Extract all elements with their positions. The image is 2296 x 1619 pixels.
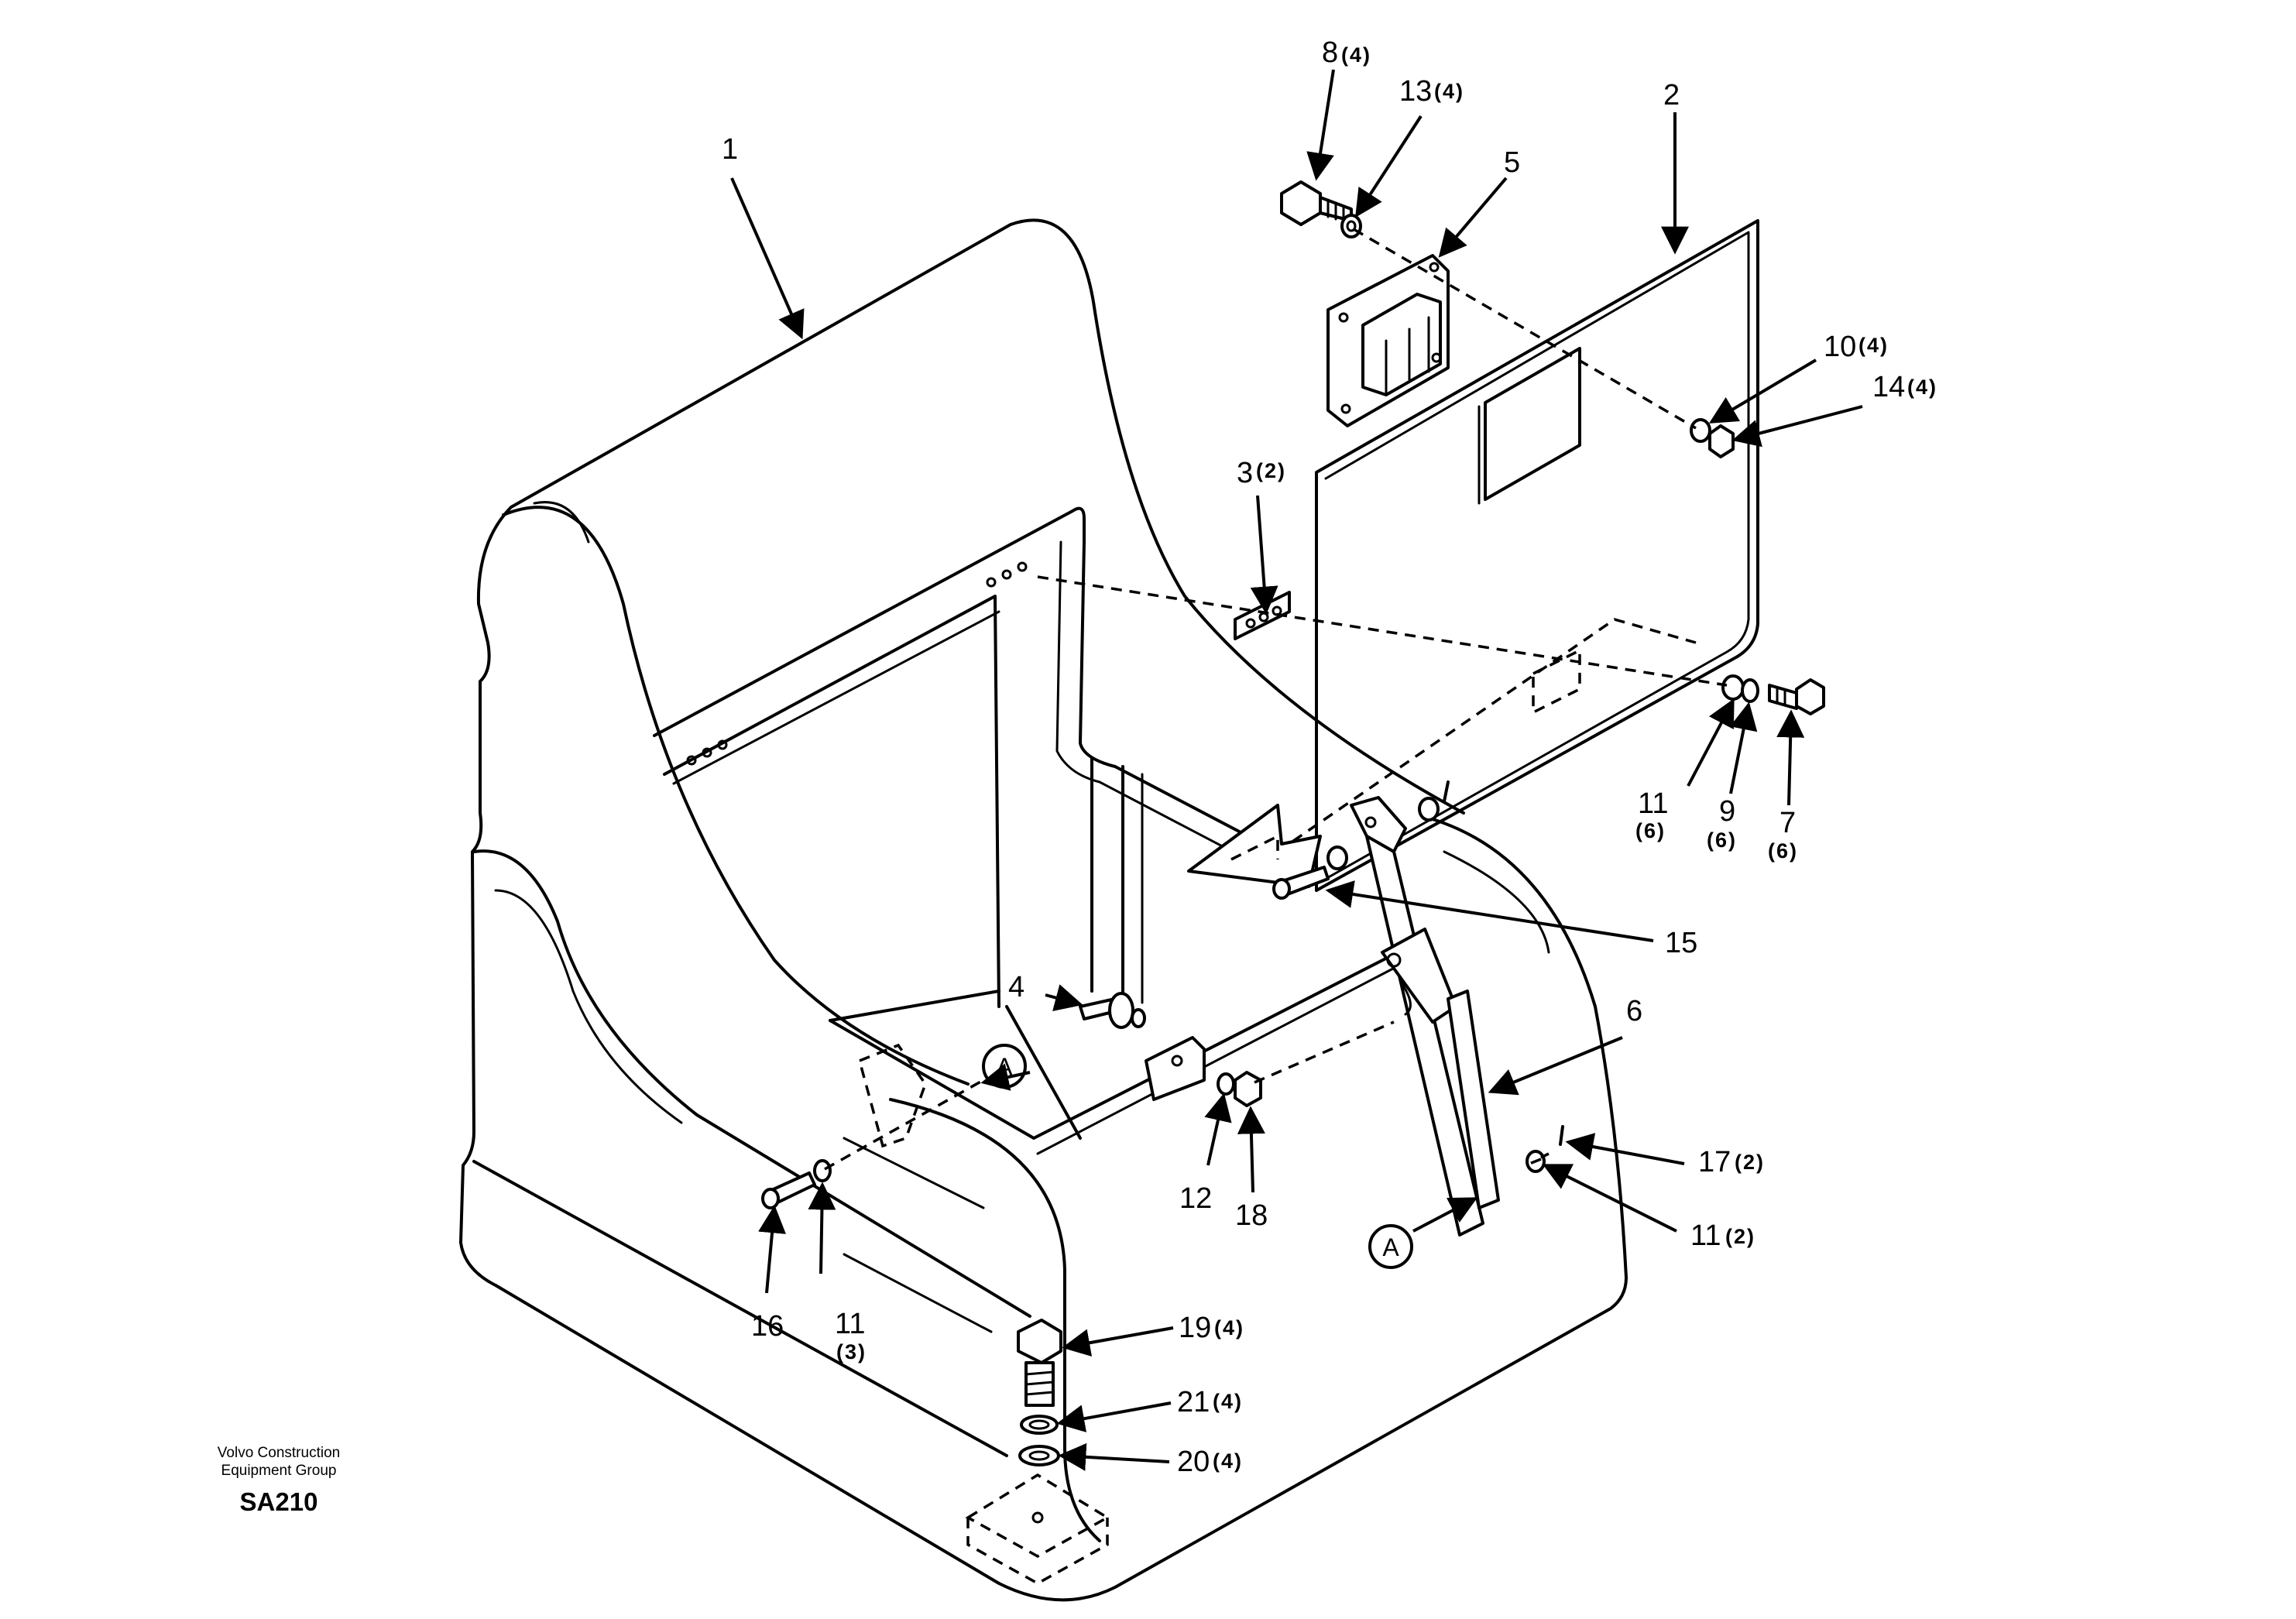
bolt-part-4 bbox=[1079, 992, 1146, 1029]
callout-17-qty: (2) bbox=[1735, 1151, 1765, 1174]
callout-18: 18 bbox=[1235, 1199, 1268, 1232]
callout-12: 12 bbox=[1179, 1182, 1212, 1215]
washer-part-12 bbox=[1217, 1072, 1235, 1096]
washer-part-13 bbox=[1340, 214, 1362, 238]
washer-part-11-left bbox=[813, 1159, 832, 1182]
ref-mark-A2: A bbox=[1382, 1233, 1399, 1261]
nut-part-18 bbox=[1234, 1071, 1262, 1107]
callout-21: 21 bbox=[1177, 1386, 1210, 1418]
nut-part-14 bbox=[1708, 424, 1735, 458]
callout-1: 1 bbox=[722, 133, 738, 166]
washer-part-11-right bbox=[1721, 674, 1745, 701]
callout-19: 19 bbox=[1179, 1312, 1211, 1344]
callout-11-a: 11 bbox=[1638, 787, 1668, 820]
callout-11-b: 11 bbox=[1690, 1219, 1721, 1252]
bolt-part-19 bbox=[1017, 1319, 1062, 1407]
washer-part-21 bbox=[1020, 1415, 1059, 1435]
callout-11-c: 11 bbox=[835, 1308, 865, 1340]
company-footer: Volvo Construction Equipment Group SA210 bbox=[178, 1444, 379, 1515]
callout-9-qty: (6) bbox=[1707, 828, 1737, 852]
callout-14-qty: (4) bbox=[1907, 376, 1937, 399]
washer-part-20 bbox=[1018, 1445, 1060, 1466]
callout-4: 4 bbox=[1008, 971, 1024, 1003]
company-name-line1: Volvo Construction bbox=[217, 1445, 341, 1461]
callout-11-b-qty: (2) bbox=[1725, 1225, 1755, 1248]
assembly-lines bbox=[824, 228, 1728, 1171]
bolt-part-7 bbox=[1768, 678, 1825, 715]
washer-part-9 bbox=[1741, 678, 1759, 703]
callout-labels: 1 2 3 (2) 4 5 6 7 (6) 8 (4) 9 (6) 10 (4)… bbox=[722, 36, 1937, 1478]
callout-10-qty: (4) bbox=[1858, 334, 1889, 357]
handle-part-5 bbox=[1326, 254, 1450, 427]
reference-marks: A A bbox=[982, 1044, 1413, 1269]
callout-3-qty: (2) bbox=[1256, 459, 1286, 482]
ref-mark-circle bbox=[982, 1044, 1027, 1089]
callout-3: 3 bbox=[1237, 457, 1253, 489]
callout-6: 6 bbox=[1626, 995, 1642, 1027]
callout-17: 17 bbox=[1698, 1146, 1731, 1178]
ref-mark-circle bbox=[1368, 1224, 1413, 1269]
callout-20: 20 bbox=[1177, 1446, 1210, 1478]
callout-11-a-qty: (6) bbox=[1635, 819, 1666, 842]
callout-11-c-qty: (3) bbox=[836, 1340, 867, 1363]
callout-13: 13 bbox=[1399, 75, 1432, 108]
callout-15: 15 bbox=[1665, 927, 1697, 959]
callout-21-qty: (4) bbox=[1213, 1390, 1243, 1413]
callout-9: 9 bbox=[1719, 795, 1735, 828]
housing-part-1 bbox=[459, 218, 1628, 1602]
company-name-line2: Equipment Group bbox=[221, 1463, 337, 1479]
callout-20-qty: (4) bbox=[1213, 1449, 1243, 1473]
callout-5: 5 bbox=[1504, 146, 1520, 179]
frame-holes bbox=[686, 561, 1028, 766]
callout-7-qty: (6) bbox=[1768, 839, 1798, 863]
small-parts bbox=[761, 180, 1825, 1466]
panel-part-2 bbox=[1187, 219, 1759, 892]
callout-19-qty: (4) bbox=[1214, 1316, 1244, 1339]
callout-10: 10 bbox=[1824, 331, 1856, 363]
ref-mark-A1: A bbox=[996, 1053, 1013, 1081]
callout-13-qty: (4) bbox=[1434, 80, 1464, 103]
drawing-code: SA210 bbox=[239, 1487, 318, 1516]
callout-8-qty: (4) bbox=[1341, 43, 1371, 67]
callout-14: 14 bbox=[1872, 371, 1905, 403]
callout-16: 16 bbox=[751, 1310, 784, 1343]
callout-2: 2 bbox=[1663, 79, 1680, 111]
washer-part-10 bbox=[1690, 418, 1711, 443]
leader-lines bbox=[730, 69, 1863, 1471]
callout-7: 7 bbox=[1779, 807, 1796, 839]
bolt-part-8 bbox=[1280, 180, 1353, 226]
callout-8: 8 bbox=[1322, 36, 1338, 69]
stay-part-6 bbox=[1350, 796, 1500, 1237]
